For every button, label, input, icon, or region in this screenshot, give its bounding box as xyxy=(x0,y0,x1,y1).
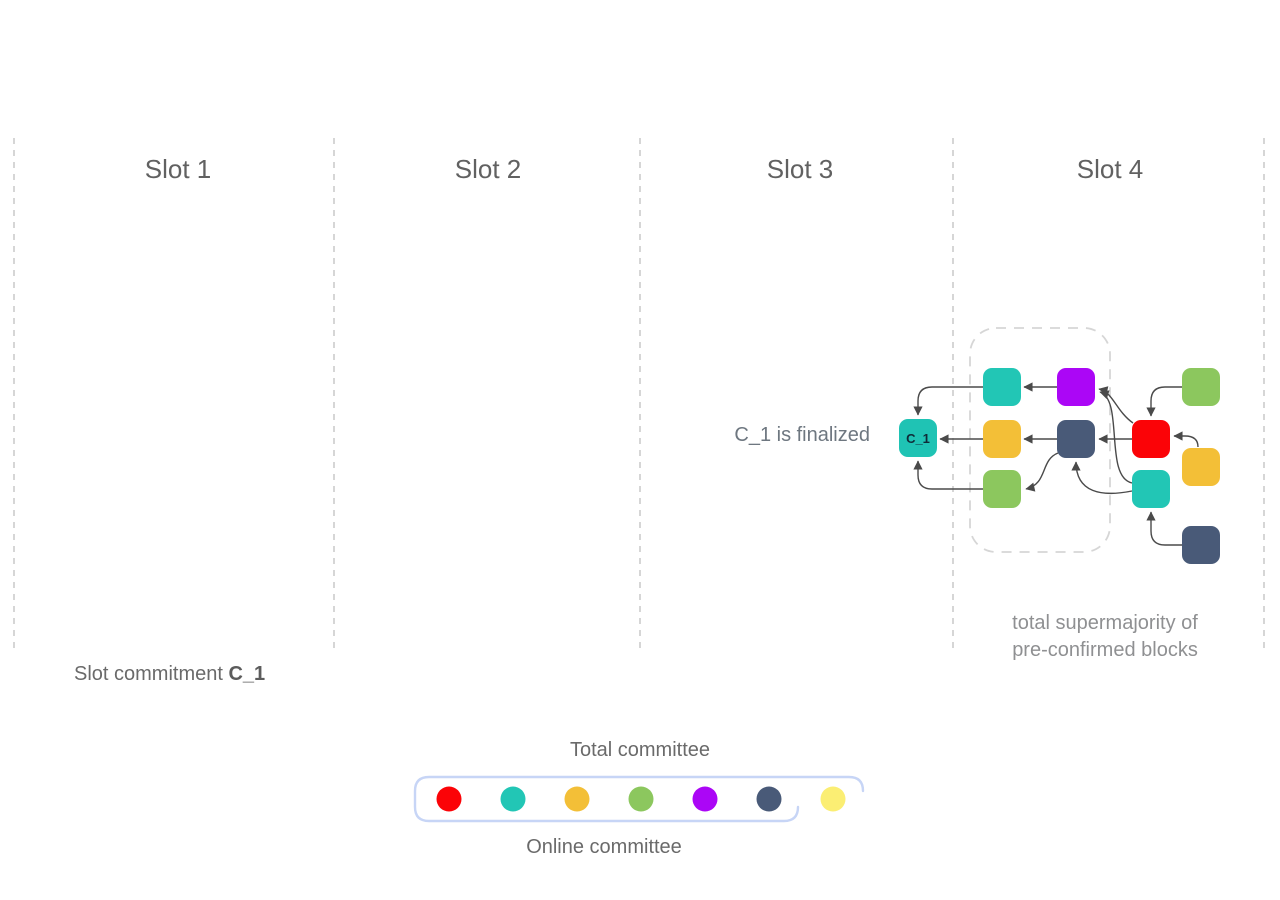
supermajority-line1: total supermajority of xyxy=(1012,612,1198,634)
dag-edge-teal-c-to-slate-b xyxy=(1071,461,1133,494)
dag-block-slate-d xyxy=(1182,526,1220,564)
slot-dividers xyxy=(13,138,1265,651)
supermajority-line2: pre-confirmed blocks xyxy=(1012,639,1198,661)
dag-nodes: C_1 xyxy=(899,368,1220,564)
online-committee-label: Online committee xyxy=(526,836,682,858)
slot-commitment-value: C_1 xyxy=(228,663,266,685)
supermajority-dashed-box xyxy=(969,327,1111,553)
slot-commitment-prefix: Slot commitment xyxy=(74,663,229,685)
committee-member-dot-7 xyxy=(820,786,846,812)
committee-brackets xyxy=(413,775,865,823)
dag-block-green-d xyxy=(1182,368,1220,406)
dag-edge-red-c-to-purple-b xyxy=(1098,386,1134,424)
dag-block-slate-b xyxy=(1057,420,1095,458)
dag-edge-teal-c-to-purple-b xyxy=(1099,390,1133,484)
slot-4-label: Slot 4 xyxy=(1076,154,1144,184)
dag-block-label-c1: C_1 xyxy=(906,431,930,446)
dag-block-red-c xyxy=(1132,420,1170,458)
dag-edge-green-a-to-c1 xyxy=(913,460,983,490)
supermajority-annotation: total supermajority of pre-confirmed blo… xyxy=(975,610,1235,664)
slot-commitment-annotation: Slot commitment C_1 xyxy=(74,663,265,686)
committee-member-dot-1 xyxy=(436,786,462,812)
dag-block-purple-b xyxy=(1057,368,1095,406)
committee-member-dot-5 xyxy=(692,786,718,812)
total-committee-label: Total committee xyxy=(569,739,711,761)
slot-3-label: Slot 3 xyxy=(766,154,834,184)
committee-dots xyxy=(436,786,846,812)
dag-block-teal-a xyxy=(983,368,1021,406)
dag-block-yellow-a xyxy=(983,420,1021,458)
committee-member-dot-4 xyxy=(628,786,654,812)
dag-block-teal-c xyxy=(1132,470,1170,508)
slot-1-label: Slot 1 xyxy=(144,154,212,184)
dag-edge-yellow-d-to-red-c xyxy=(1173,431,1199,448)
dag-edge-slate-d-to-teal-c xyxy=(1146,511,1182,546)
dag-edge-teal-a-to-c1 xyxy=(913,386,983,416)
committee-member-dot-3 xyxy=(564,786,590,812)
committee-member-dot-2 xyxy=(500,786,526,812)
dag-block-yellow-d xyxy=(1182,448,1220,486)
dag-edge-slate-b-to-green-a xyxy=(1025,452,1059,492)
dag-block-green-a xyxy=(983,470,1021,508)
slot-2-label: Slot 2 xyxy=(454,154,522,184)
committee-member-dot-6 xyxy=(756,786,782,812)
dag-block-c1 xyxy=(899,419,937,457)
dag-edge-green-d-to-red-c xyxy=(1146,386,1182,417)
finalized-annotation: C_1 is finalized xyxy=(734,424,870,446)
dag-edges xyxy=(913,382,1199,546)
